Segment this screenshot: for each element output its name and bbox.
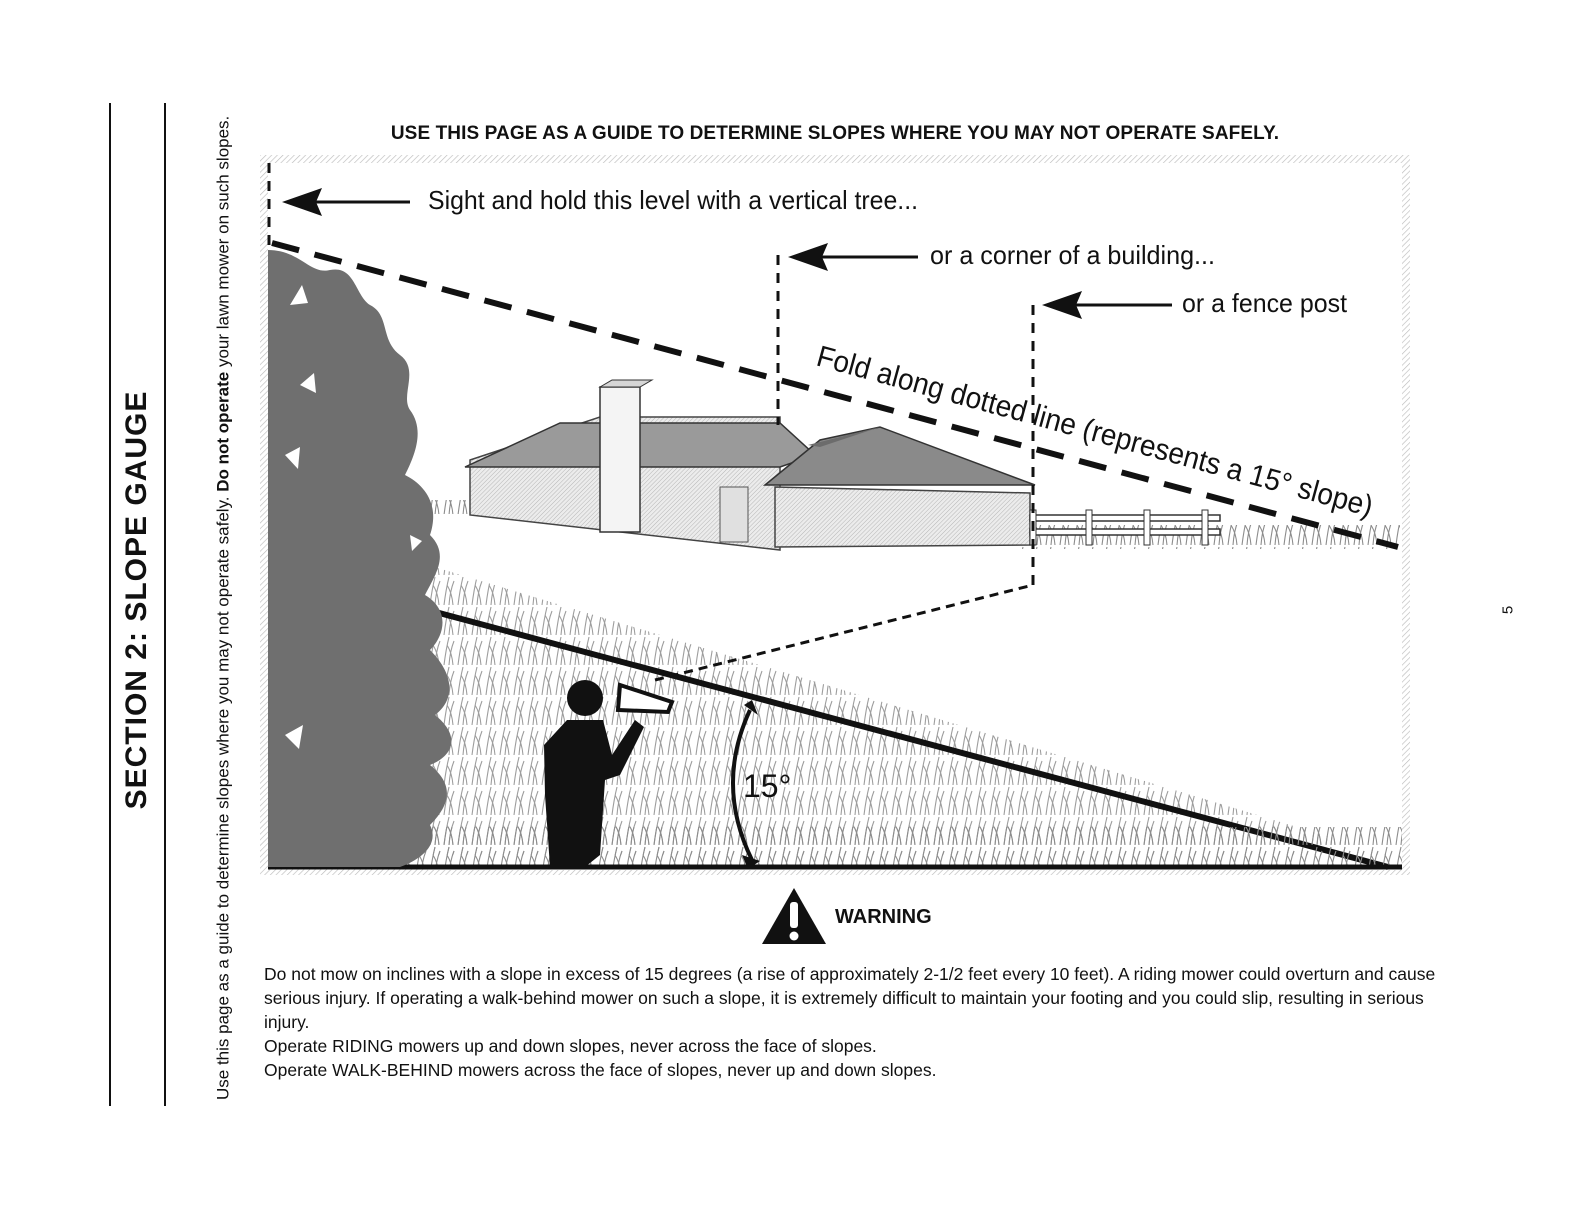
tree-silhouette bbox=[268, 250, 452, 867]
foreground-grass bbox=[268, 827, 1402, 867]
section-rule-left bbox=[109, 103, 111, 1106]
section-note-tail: your lawn mower on such slopes. bbox=[213, 115, 233, 372]
section-title: SECTION 2: SLOPE GAUGE bbox=[120, 390, 153, 810]
callout-building: or a corner of a building... bbox=[930, 240, 1215, 270]
house bbox=[464, 379, 1036, 551]
warning-triangle-icon bbox=[762, 888, 826, 944]
page-heading: USE THIS PAGE AS A GUIDE TO DETERMINE SL… bbox=[390, 123, 1280, 144]
warning-header bbox=[760, 886, 828, 946]
page-number: 5 bbox=[1499, 605, 1517, 615]
hillside-grass bbox=[428, 565, 1390, 855]
callout-tree: Sight and hold this level with a vertica… bbox=[428, 185, 918, 215]
arrow-left-icon bbox=[1042, 291, 1172, 319]
fold-dashed-line bbox=[271, 240, 1399, 550]
warning-paragraph: Do not mow on inclines with a slope in e… bbox=[264, 964, 1436, 1032]
level-tool bbox=[615, 682, 675, 715]
angle-arrow-bottom bbox=[742, 855, 760, 869]
person-silhouette bbox=[544, 680, 675, 867]
angle-arc bbox=[731, 709, 754, 861]
warning-paragraph: Operate WALK-BEHIND mowers across the fa… bbox=[264, 1060, 937, 1080]
section-note: Use this page as a guide to determine sl… bbox=[209, 100, 238, 1100]
angle-arrow-top bbox=[744, 700, 758, 715]
section-rule-right bbox=[164, 103, 166, 1106]
section-note-bold: Do not operate bbox=[213, 371, 233, 492]
warning-label: WARNING bbox=[835, 906, 932, 928]
sighting-line bbox=[654, 583, 1034, 682]
warning-body: Do not mow on inclines with a slope in e… bbox=[264, 962, 1444, 1082]
arrow-left-icon bbox=[788, 243, 918, 271]
slope-line bbox=[427, 607, 1389, 870]
section-note-plain: Use this page as a guide to determine sl… bbox=[213, 491, 233, 1100]
callout-fence: or a fence post bbox=[1182, 288, 1348, 318]
angle-label: 15° bbox=[743, 768, 791, 804]
arrow-left-icon bbox=[282, 188, 410, 216]
warning-paragraph: Operate RIDING mowers up and down slopes… bbox=[264, 1036, 877, 1056]
slope-gauge-figure: Sight and hold this level with a vertica… bbox=[260, 155, 1410, 875]
